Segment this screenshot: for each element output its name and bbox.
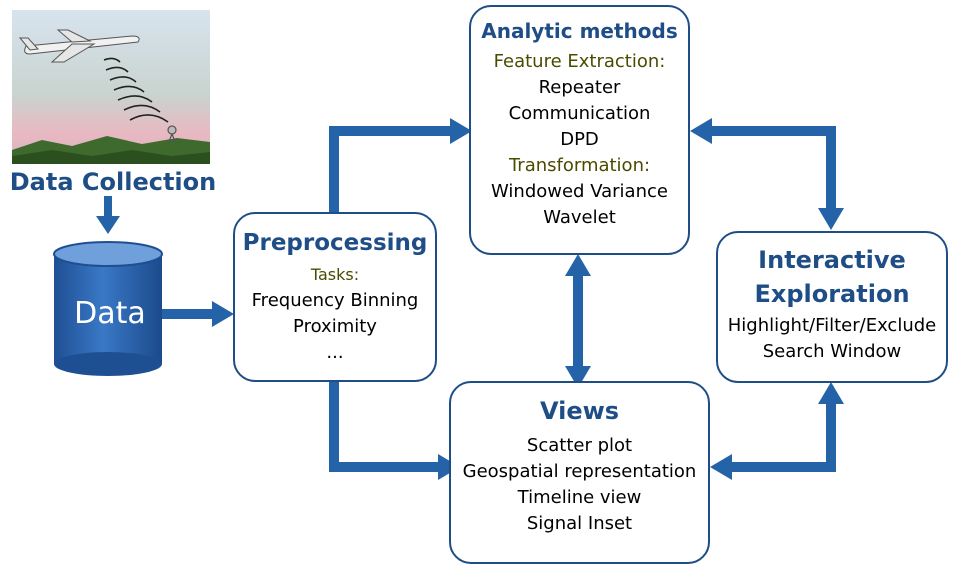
preprocessing-item: Proximity [293,316,377,337]
arrow-pre-to-analytic-horizontal [329,126,451,136]
data-cylinder-icon [53,241,163,376]
arrow-analytic-interactive-horizontal [710,126,836,136]
feature-item: DPD [560,129,599,150]
arrowhead-collection-to-data [96,216,120,234]
feature-item: Communication [508,103,651,124]
arrowhead-analytic-interactive-down [818,208,844,230]
analytic-methods-box: Analytic methods Feature Extraction: Rep… [469,5,690,255]
arrow-analytic-views-shaft [573,274,583,368]
signal-waves-icon [103,57,169,123]
data-collection-label: Data Collection [9,168,217,196]
interactive-exploration-title-line2: Exploration [754,280,910,308]
interactive-exploration-title-line1: Interactive [758,246,906,274]
preprocessing-box: Preprocessing Tasks: Frequency Binning P… [233,212,437,382]
transformation-heading: Transformation: [508,155,651,176]
views-item: Signal Inset [526,513,633,534]
transformation-item: Wavelet [543,207,616,228]
arrow-collection-to-data [104,196,112,218]
arrowhead-analytic-views-down [565,366,591,388]
arrow-pre-to-views-horizontal [329,462,439,472]
views-item: Geospatial representation [462,461,697,482]
arrow-data-to-preprocessing [162,309,214,319]
interactive-item: Search Window [762,341,902,362]
preprocessing-item: Frequency Binning [251,290,419,311]
arrow-views-interactive-vertical [826,402,836,472]
feature-item: Repeater [538,77,621,98]
interactive-exploration-box: Interactive Exploration Highlight/Filter… [716,231,948,383]
feature-extraction-heading: Feature Extraction: [493,51,666,72]
arrow-analytic-interactive-vertical [826,126,836,210]
views-item: Timeline view [517,487,642,508]
transformation-item: Windowed Variance [491,181,668,202]
arrowhead-views-interactive-left [710,454,732,480]
arrow-pre-to-views-vertical [329,380,339,472]
arrowhead-data-to-preprocessing [212,301,234,327]
data-collection-image [12,10,210,164]
preprocessing-item: ... [326,342,344,363]
arrowhead-analytic-views-up [565,254,591,276]
views-title: Views [539,397,620,425]
data-store-label: Data [74,296,146,331]
interactive-item: Highlight/Filter/Exclude [727,315,937,336]
preprocessing-title: Preprocessing [242,230,428,256]
ground-sensor-icon [167,125,177,145]
views-box: Views Scatter plot Geospatial representa… [449,381,710,564]
airplane-icon [18,29,140,63]
arrowhead-pre-to-analytic [450,118,472,144]
arrowhead-analytic-interactive-left [690,118,712,144]
arrow-pre-to-analytic-vertical [329,126,339,212]
preprocessing-subtitle: Tasks: [310,265,360,284]
analytic-methods-title: Analytic methods [481,19,678,43]
views-item: Scatter plot [526,435,633,456]
arrow-views-interactive-horizontal [730,462,836,472]
arrowhead-views-interactive-up [818,382,844,404]
